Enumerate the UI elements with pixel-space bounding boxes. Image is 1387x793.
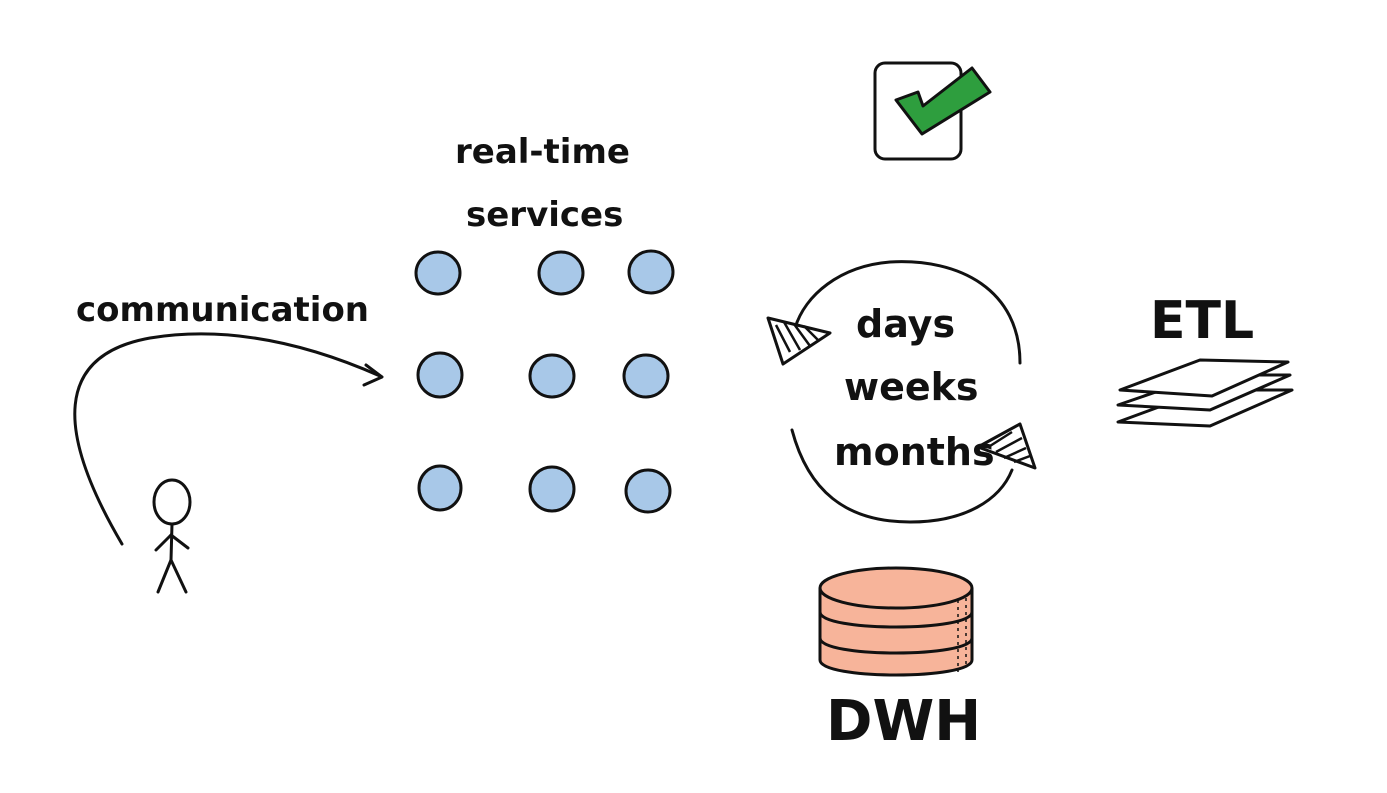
service-dot [416, 351, 464, 399]
service-dot [417, 464, 463, 512]
cycle-label-weeks: weeks [844, 365, 979, 409]
service-dot [627, 249, 675, 295]
service-dot [528, 465, 576, 513]
realtime-label-line1: real-time [455, 132, 630, 172]
service-dot [414, 250, 462, 296]
service-dot [537, 250, 585, 296]
stick-figure-icon [152, 478, 192, 594]
realtime-label-line2: services [466, 195, 623, 235]
service-dot [624, 468, 672, 514]
communication-arrow [73, 332, 384, 546]
service-dots-grid [414, 249, 675, 514]
cycle-loop [766, 260, 1037, 524]
cycle-arrowhead-left [766, 316, 832, 366]
document-stack-icon [1116, 358, 1294, 428]
dwh-label: DWH [826, 689, 981, 754]
communication-label: communication [76, 290, 369, 330]
service-dot [528, 353, 576, 399]
service-dot [622, 353, 670, 399]
database-icon [818, 566, 974, 677]
etl-label: ETL [1150, 291, 1254, 351]
cycle-label-days: days [856, 302, 955, 346]
cycle-arrowhead-right [976, 422, 1037, 470]
cycle-label-months: months [834, 430, 995, 474]
checkbox-checked-icon [873, 61, 992, 161]
